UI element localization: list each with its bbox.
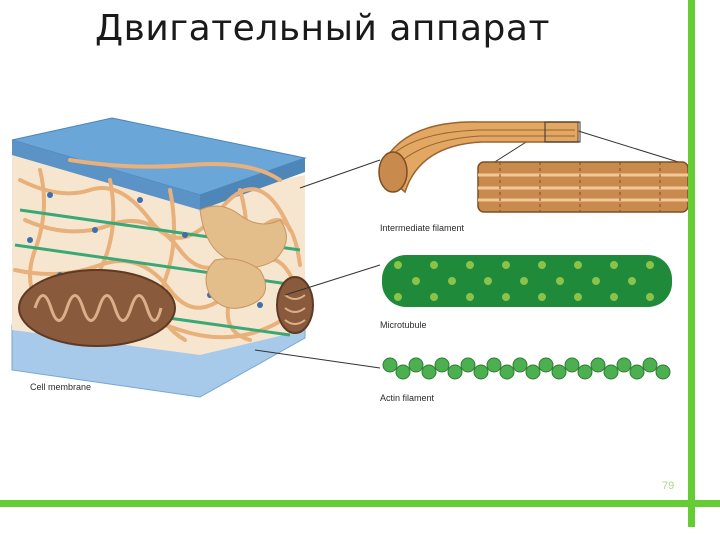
page-number: 79 <box>662 480 674 492</box>
label-cell-membrane: Cell membrane <box>30 382 91 392</box>
microtubule-illustration <box>382 255 672 307</box>
label-intermediate-filament: Intermediate filament <box>380 223 464 233</box>
cytoskeleton-illustration <box>0 100 700 420</box>
actin-filament-illustration <box>383 358 670 379</box>
accent-horizontal-line <box>0 500 720 507</box>
label-microtubule: Microtubule <box>380 320 427 330</box>
slide-title: Двигательный аппарат <box>95 8 550 49</box>
cytoskeleton-figure: Intermediate filament Microtubule Actin … <box>0 100 700 420</box>
label-actin-filament: Actin filament <box>380 393 434 403</box>
intermediate-filament-bundle <box>379 122 688 212</box>
accent-vertical-line <box>688 0 695 527</box>
